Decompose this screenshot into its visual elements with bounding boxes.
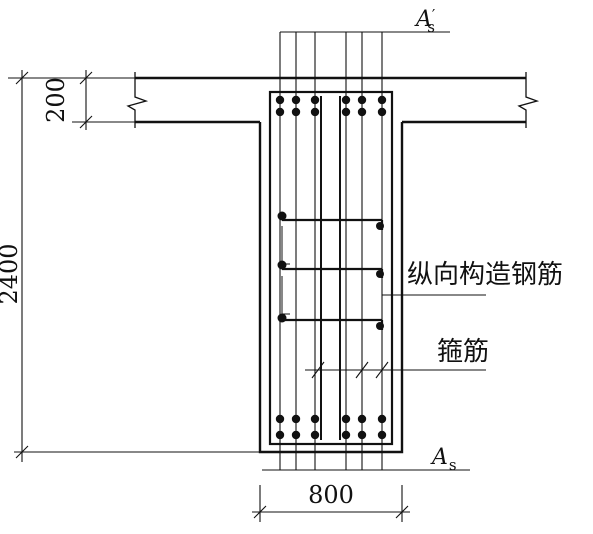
- height-dimension: [8, 70, 260, 462]
- stirrups-label: 箍筋: [437, 337, 489, 367]
- break-lines: [126, 72, 540, 128]
- width-dimension: [252, 485, 410, 522]
- web-width-label: 800: [308, 481, 354, 509]
- stirrup-leader: [305, 361, 486, 379]
- top-rebar-label: A′s: [414, 6, 436, 36]
- bottom-rebar-label: As: [430, 445, 457, 474]
- side-bars: [282, 218, 384, 330]
- side-bar-dots: [277, 211, 384, 330]
- bottom-rebar-row: [275, 414, 387, 440]
- longitudinal-bars-label: 纵向构造钢筋: [407, 260, 563, 290]
- flange-thickness-label: 200: [42, 77, 70, 123]
- concrete-outline: [135, 76, 526, 454]
- top-rebar-row: [275, 95, 387, 117]
- flange-dimension: [72, 70, 135, 130]
- total-height-label: 2400: [0, 243, 23, 304]
- stirrup: [268, 90, 394, 446]
- vertical-rebar-lines: [279, 32, 383, 470]
